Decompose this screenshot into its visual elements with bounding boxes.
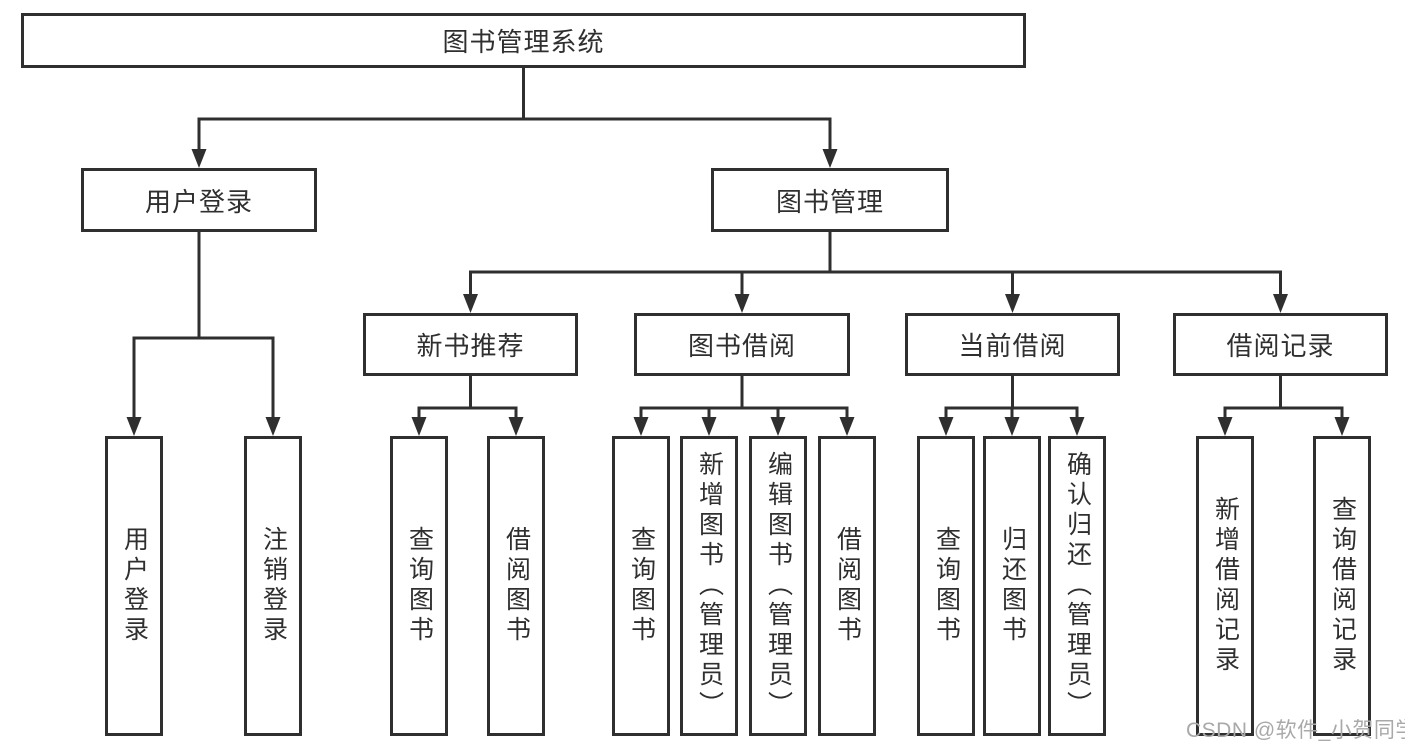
watermark: CSDN @软件_小贺同学 [1186, 719, 1405, 742]
leaf-return-book: 归还图书 [983, 436, 1041, 736]
leaf-edit-book-admin: 编辑图书（管理员） [749, 436, 807, 736]
leaf-add-borrow-record: 新增借阅记录 [1196, 436, 1254, 736]
leaf-query-books-borrow-label: 查询图书 [627, 526, 656, 646]
leaf-user-login: 用户登录 [105, 436, 163, 736]
leaf-return-book-label: 归还图书 [998, 526, 1027, 646]
node-root-label: 图书管理系统 [442, 27, 605, 57]
leaf-query-books-recommend-label: 查询图书 [405, 526, 434, 646]
leaf-borrow-books-recommend-label: 借阅图书 [502, 526, 531, 646]
node-user-login-label: 用户登录 [144, 186, 253, 217]
leaf-query-books-current: 查询图书 [917, 436, 975, 736]
leaf-user-login-label: 用户登录 [120, 526, 149, 646]
leaf-borrow-books-borrow-label: 借阅图书 [833, 526, 862, 646]
leaf-add-book-admin: 新增图书（管理员） [680, 436, 738, 736]
leaf-query-books-borrow: 查询图书 [612, 436, 670, 736]
leaf-add-book-admin-label: 新增图书（管理员） [695, 451, 724, 721]
node-book-borrow: 图书借阅 [634, 313, 850, 376]
leaf-borrow-books-recommend: 借阅图书 [487, 436, 545, 736]
leaf-edit-book-admin-label: 编辑图书（管理员） [764, 451, 793, 721]
node-root: 图书管理系统 [21, 13, 1026, 68]
leaf-borrow-books-borrow: 借阅图书 [818, 436, 876, 736]
leaf-confirm-return-admin-label: 确认归还（管理员） [1063, 451, 1092, 721]
node-new-book-recommend-label: 新书推荐 [416, 331, 525, 361]
leaf-logout: 注销登录 [244, 436, 302, 736]
leaf-query-books-current-label: 查询图书 [932, 526, 961, 646]
node-book-borrow-label: 图书借阅 [687, 331, 796, 361]
leaf-add-borrow-record-label: 新增借阅记录 [1211, 496, 1240, 676]
leaf-query-books-recommend: 查询图书 [390, 436, 448, 736]
node-user-login: 用户登录 [81, 168, 317, 232]
node-current-borrow-label: 当前借阅 [958, 331, 1067, 361]
leaf-logout-label: 注销登录 [259, 526, 288, 646]
node-book-management-label: 图书管理 [775, 186, 884, 217]
leaf-query-borrow-record-label: 查询借阅记录 [1328, 496, 1357, 676]
node-current-borrow: 当前借阅 [905, 313, 1120, 376]
node-new-book-recommend: 新书推荐 [363, 313, 578, 376]
node-borrow-records-label: 借阅记录 [1226, 331, 1335, 361]
node-book-management: 图书管理 [711, 168, 949, 232]
leaf-query-borrow-record: 查询借阅记录 [1313, 436, 1371, 736]
leaf-confirm-return-admin: 确认归还（管理员） [1048, 436, 1106, 736]
node-borrow-records: 借阅记录 [1173, 313, 1388, 376]
